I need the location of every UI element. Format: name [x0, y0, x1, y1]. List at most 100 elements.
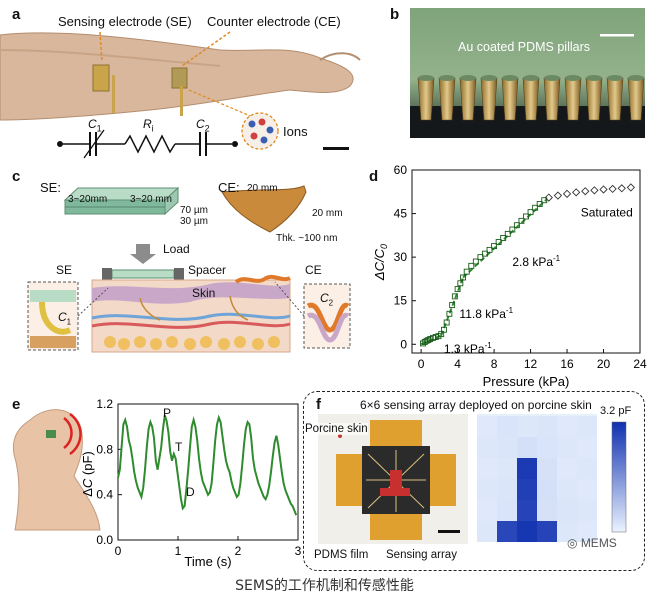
data-point — [472, 258, 479, 265]
heatmap-cell — [497, 479, 517, 500]
data-point — [509, 226, 516, 233]
figure-caption: SEMS的工作机制和传感性能 — [235, 578, 414, 594]
data-point — [477, 254, 484, 261]
x-tick-label: 12 — [524, 357, 538, 371]
chart-e-ylabel: ΔC (pF) — [80, 451, 95, 497]
data-point — [599, 185, 608, 194]
heatmap-cell — [517, 521, 537, 542]
heatmap-cell — [577, 500, 597, 521]
heatmap-cell — [537, 416, 557, 437]
y-tick-label: 30 — [394, 250, 408, 264]
y-tick-label: 0 — [400, 337, 407, 351]
data-point — [491, 243, 498, 250]
heatmap-cell — [557, 437, 577, 458]
heatmap-cell — [477, 500, 497, 521]
heatmap-cell — [577, 458, 597, 479]
data-point — [468, 262, 475, 269]
heatmap-cell — [497, 458, 517, 479]
x-tick-label: 0 — [115, 544, 122, 558]
panel-a-illustration — [0, 31, 361, 159]
data-point — [572, 188, 581, 197]
chart-annotation: Saturated — [581, 205, 633, 219]
heatmap-cell — [557, 521, 577, 542]
se-dim-4: 30 µm — [180, 216, 208, 227]
ions-label: Ions — [283, 124, 308, 139]
pillar — [501, 77, 519, 121]
data-point — [536, 201, 543, 207]
heatmap-cell — [497, 437, 517, 458]
chart-annotation: 2.8 kPa-1 — [512, 254, 560, 269]
panel-e-head-illustration — [12, 409, 101, 531]
panel-label-f: f — [316, 396, 321, 413]
heatmap-cell — [497, 521, 517, 542]
inset-c1-label: C1 — [58, 310, 72, 327]
data-point — [518, 217, 525, 224]
panel-label-c: c — [12, 168, 21, 185]
c1-label: C1 — [88, 117, 102, 134]
ce-dim-2: 20 mm — [312, 208, 343, 219]
data-point — [617, 184, 626, 193]
heatmap-cell — [577, 479, 597, 500]
data-point — [486, 246, 493, 253]
data-point — [443, 319, 450, 326]
data-point — [504, 230, 511, 237]
panel-label-d: d — [369, 168, 379, 185]
fit-line — [440, 277, 465, 336]
data-point — [626, 183, 636, 192]
x-tick-label: 2 — [235, 544, 242, 558]
chart-annotation: 11.8 kPa-1 — [459, 306, 513, 321]
data-point — [463, 268, 470, 275]
data-point — [553, 191, 563, 200]
x-tick-label: 3 — [295, 544, 302, 558]
pillar — [543, 77, 561, 121]
sensing-array-label: Sensing array — [386, 549, 457, 561]
data-point — [457, 280, 464, 287]
heatmap-cell — [497, 416, 517, 437]
data-point — [440, 326, 447, 333]
colorbar — [611, 421, 627, 533]
heatmap-cell — [537, 500, 557, 521]
data-point — [527, 209, 534, 216]
data-point — [608, 184, 617, 194]
pillar — [417, 77, 435, 121]
chart-d-frame — [411, 169, 641, 354]
load-label: Load — [163, 242, 190, 256]
peak-d-label: D — [186, 485, 195, 499]
data-point — [482, 250, 488, 257]
data-point — [581, 187, 590, 196]
chart-annotation: 1.3 kPa-1 — [444, 341, 492, 356]
heatmap-cell — [557, 416, 577, 437]
se-dim-2: 3~20 mm — [130, 194, 172, 205]
wechat-watermark: ◎ MEMS — [567, 536, 617, 550]
pillar — [480, 77, 498, 121]
heatmap-cell — [517, 500, 537, 521]
y-tick-label: 0.0 — [96, 533, 113, 547]
heatmap-cell — [477, 521, 497, 542]
heatmap-cell — [477, 479, 497, 500]
data-point — [451, 293, 458, 300]
data-point — [454, 286, 461, 293]
se-device-label: SE — [56, 263, 73, 277]
data-point — [562, 189, 572, 198]
pdms-film-label: PDMS film — [314, 549, 369, 561]
spacer-label: Spacer — [188, 263, 227, 277]
data-point — [421, 339, 428, 345]
heatmap-cell — [477, 416, 497, 437]
panel-label-b: b — [390, 6, 400, 23]
heatmap-cell — [557, 479, 577, 500]
panel-label-a: a — [12, 6, 21, 23]
se-title: SE: — [40, 180, 61, 195]
inset-c2-label: C2 — [320, 291, 334, 308]
panel-b-sem-image — [410, 8, 645, 138]
wechat-icon: ◎ — [567, 536, 581, 550]
heatmap-cell — [477, 437, 497, 458]
x-tick-label: 24 — [633, 357, 647, 371]
heatmap-cell — [577, 416, 597, 437]
peak-t-label: T — [175, 440, 183, 454]
data-point — [544, 193, 553, 202]
c2-label: C2 — [196, 117, 210, 134]
x-tick-label: 8 — [491, 357, 498, 371]
capacitance-heatmap — [477, 414, 597, 542]
